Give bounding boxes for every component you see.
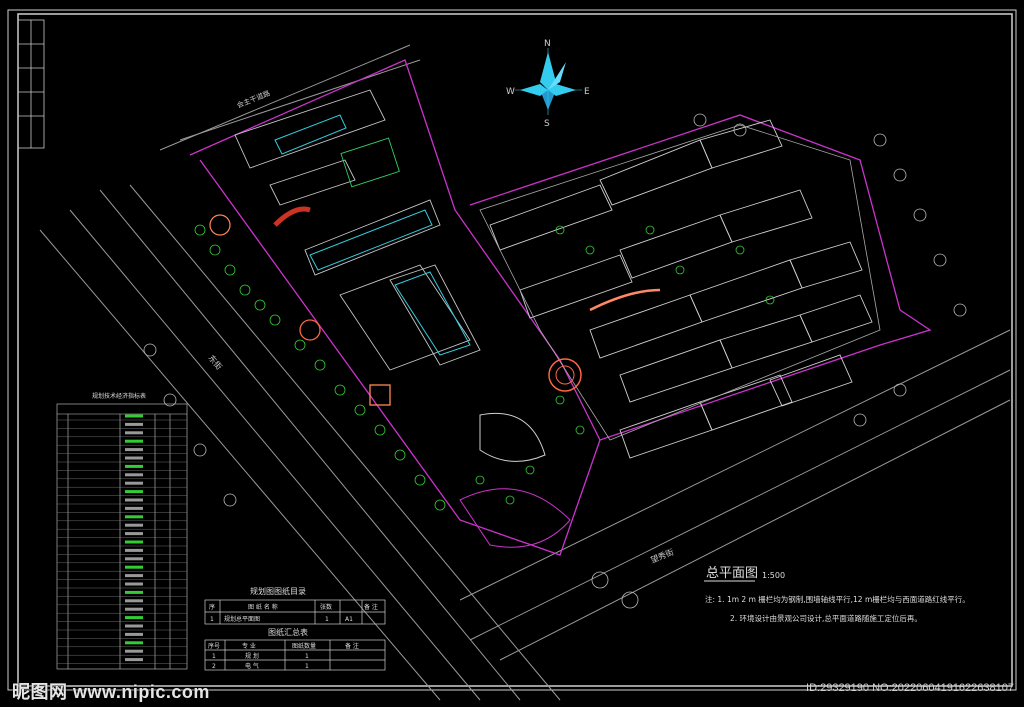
table-cell-mark <box>125 616 143 620</box>
road-label-south: 望秀街 <box>649 547 675 565</box>
table-cell-mark <box>125 599 143 603</box>
table-cell-mark <box>125 582 143 586</box>
table-cell-mark <box>125 490 143 494</box>
building-cluster-west <box>234 89 481 371</box>
residential-buildings-east <box>489 119 873 459</box>
catalog-header-count: 张数 <box>320 603 332 611</box>
table-cell-mark <box>125 431 143 435</box>
catalog-row-note: A1 <box>345 616 353 623</box>
table-cell-mark <box>125 481 143 485</box>
compass-south-label: S <box>544 119 550 129</box>
compass-north-label: N <box>544 39 551 49</box>
table-cell-mark <box>125 607 143 611</box>
table-cell-mark <box>125 624 143 628</box>
catalog-title: 规划图图纸目录 <box>250 586 306 596</box>
summary-header-no: 序号 <box>208 642 220 650</box>
table-cell-mark <box>125 574 143 578</box>
summary-header-count: 图纸数量 <box>292 642 316 650</box>
drawing-scale: 1:500 <box>762 571 785 580</box>
site-boundary <box>189 59 932 556</box>
table-cell-mark <box>125 422 143 426</box>
table-cell-mark <box>125 540 143 544</box>
drawing-title: 总平面图 <box>706 566 758 581</box>
table-cell-mark <box>125 565 143 569</box>
table-cell-mark <box>125 649 143 653</box>
watermark-left: 昵图网 www.nipic.com <box>12 682 210 702</box>
roads <box>39 44 1011 701</box>
catalog-row-count: 1 <box>325 616 329 623</box>
drawing-sidebar-strip <box>17 19 45 149</box>
table-cell-mark <box>125 532 143 536</box>
table-cell-mark <box>125 590 143 594</box>
catalog-header-name: 图 纸 名 称 <box>248 603 278 611</box>
compass-west-label: W <box>506 87 515 97</box>
summary-title: 图纸汇总表 <box>268 627 308 637</box>
watermark-right: ID:29329190 NO:20220604191622638107 <box>806 682 1014 694</box>
summary-row2-no: 2 <box>212 663 216 670</box>
table-cell-mark <box>125 414 143 418</box>
table-cell-mark <box>125 548 143 552</box>
table-cell-mark <box>125 658 143 662</box>
table-cell-mark <box>125 498 143 502</box>
summary-row2-count: 1 <box>305 663 309 670</box>
summary-header-major: 专 业 <box>242 642 256 650</box>
drawing-note-2: 2. 环境设计由景观公司设计,总平面道路随施工定位后再。 <box>730 613 922 623</box>
summary-row1-count: 1 <box>305 653 309 660</box>
summary-row1-no: 1 <box>212 653 216 660</box>
landscape-trees <box>143 113 967 609</box>
north-arrow-compass: N S E W <box>506 39 590 129</box>
drawing-note-1: 注: 1. 1m 2 m 栅栏均为钢制,围墙轴线平行,12 m栅栏均与西面道路红… <box>705 594 970 604</box>
summary-row2-major: 电 气 <box>245 662 259 670</box>
table-cell-mark <box>125 473 143 477</box>
summary-table <box>204 639 386 671</box>
catalog-header-note: 备 注 <box>364 603 378 611</box>
catalog-row-name: 规划总平面图 <box>224 615 260 623</box>
catalog-table <box>204 599 386 625</box>
tech-table-title: 规划技术经济指标表 <box>92 392 146 400</box>
table-cell-mark <box>125 632 143 636</box>
table-cell-mark <box>125 557 143 561</box>
compass-east-label: E <box>584 87 590 97</box>
table-cell-mark <box>125 464 143 468</box>
table-cell-mark <box>125 515 143 519</box>
tech-indicator-table <box>56 403 188 670</box>
building-cluster-west-cyan <box>274 114 471 356</box>
table-cell-mark <box>125 456 143 460</box>
table-cell-mark <box>125 641 143 645</box>
table-cell-mark <box>125 448 143 452</box>
table-cell-mark <box>125 439 143 443</box>
road-label-west: 东街 <box>206 353 224 372</box>
tech-indicator-rows <box>57 414 187 664</box>
summary-header-note: 备 注 <box>345 642 359 650</box>
catalog-row-no: 1 <box>210 616 214 623</box>
table-cell-mark <box>125 523 143 527</box>
south-plaza <box>459 412 571 548</box>
internal-road-east <box>479 124 881 441</box>
table-cell-mark <box>125 506 143 510</box>
catalog-header-no: 序 <box>209 603 215 611</box>
road-label-north: 会主干道路 <box>235 88 271 109</box>
summary-row1-major: 规 划 <box>245 652 259 660</box>
plaza-features <box>209 206 661 406</box>
